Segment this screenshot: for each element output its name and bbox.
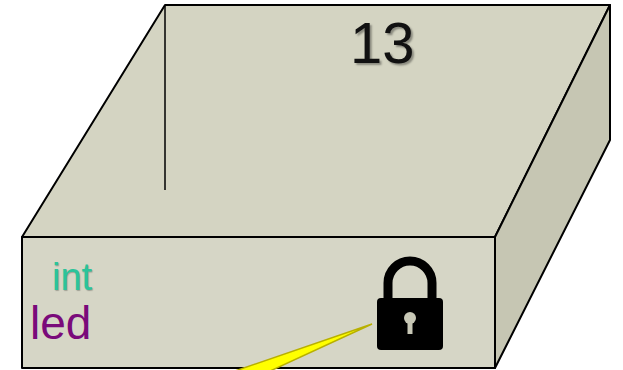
padlock-body — [377, 298, 443, 350]
variable-value: 13 — [350, 14, 415, 72]
padlock-shackle — [388, 261, 432, 300]
box-inner-edge — [164, 5, 166, 190]
box-front-face — [22, 237, 495, 368]
callout-pointer — [232, 324, 372, 370]
box-side-face — [495, 5, 610, 368]
padlock-keyhole — [404, 312, 416, 324]
variable-name: led — [30, 300, 91, 346]
padlock-keyhole — [408, 320, 413, 334]
padlock-icon — [377, 261, 443, 350]
variable-type: int — [52, 258, 92, 296]
